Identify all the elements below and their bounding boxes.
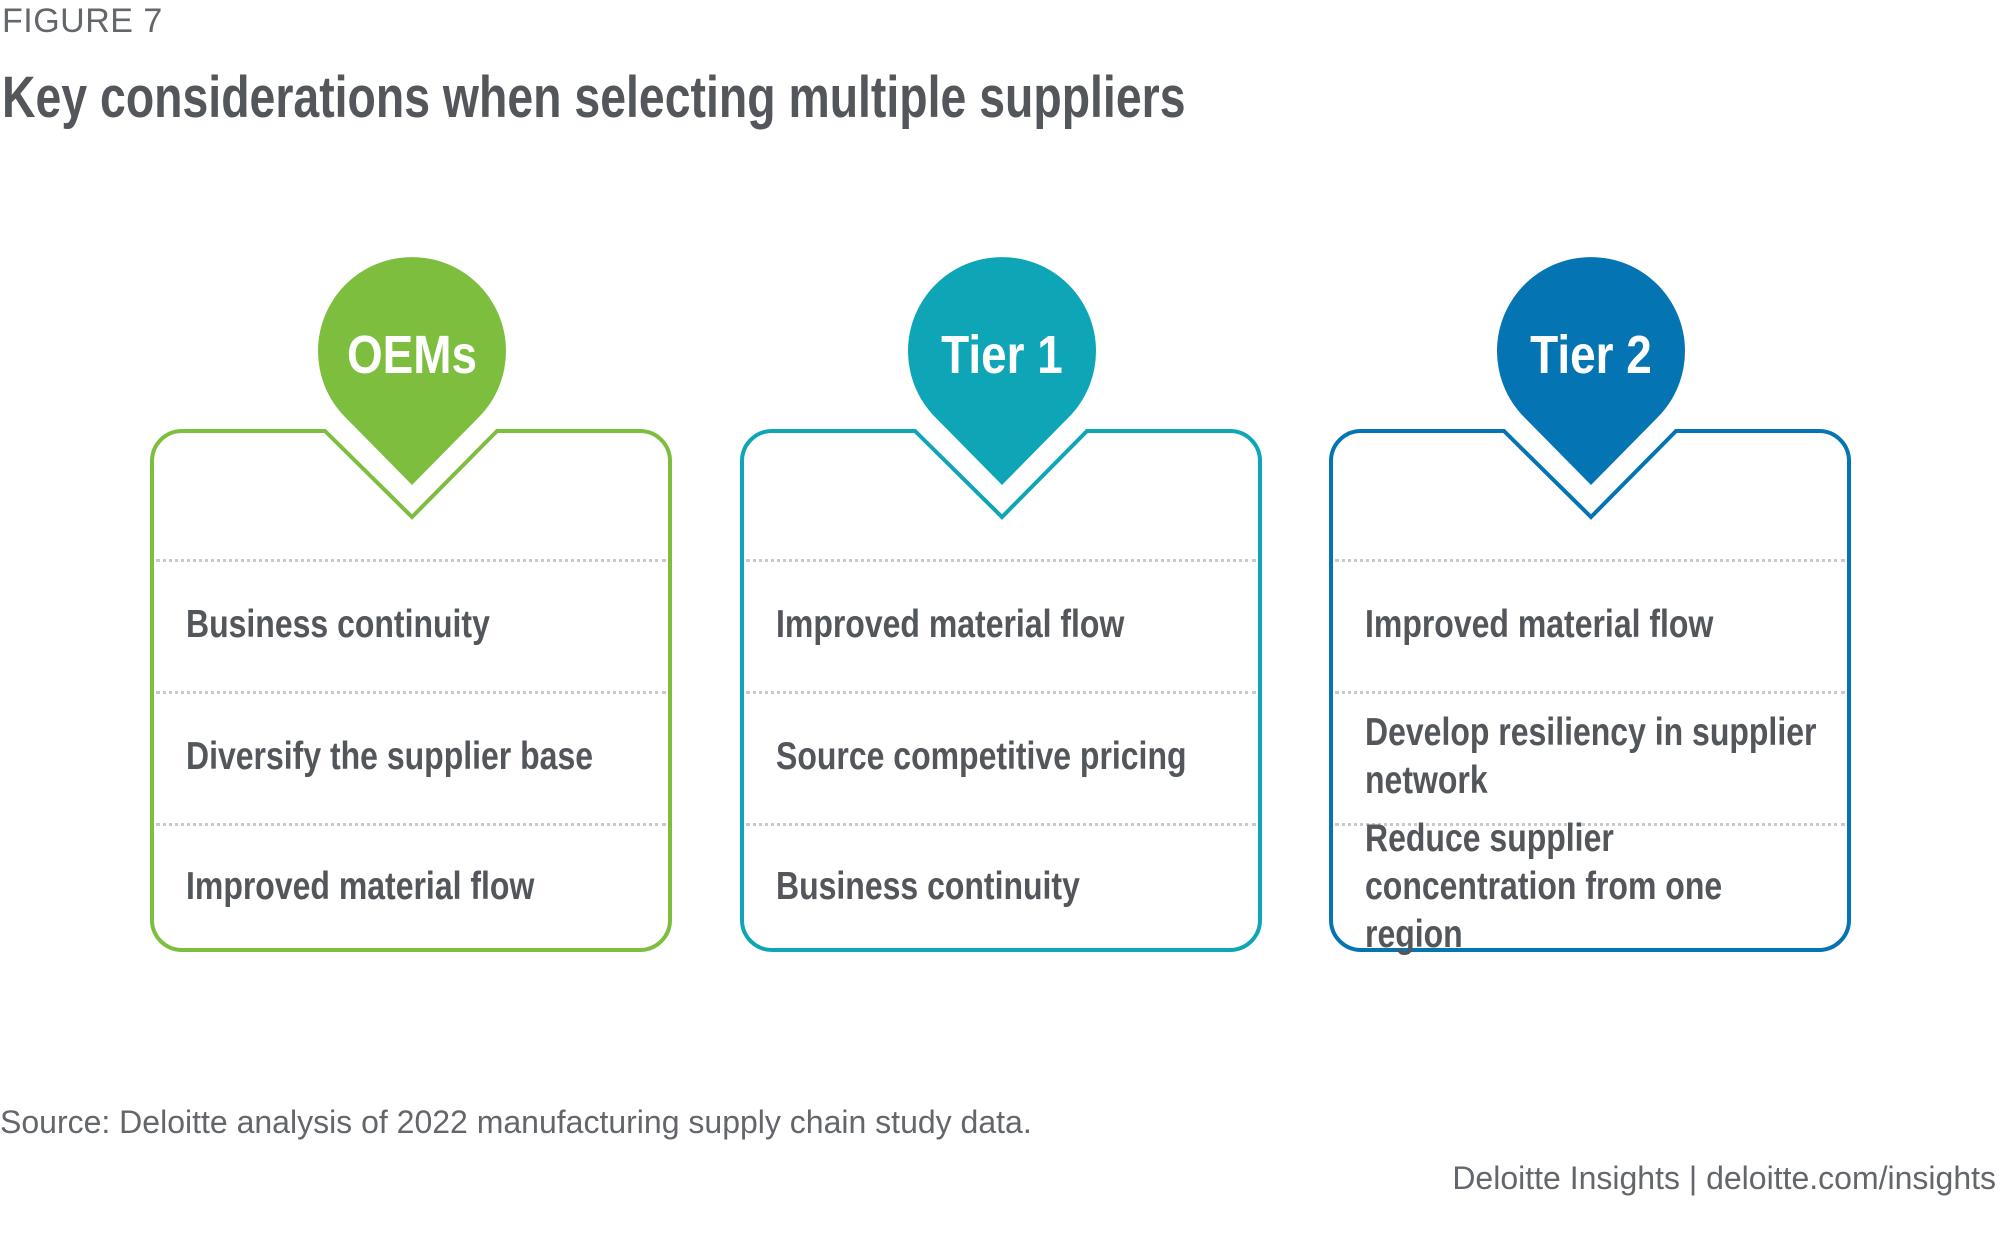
consideration-item: Develop resiliency in supplier network: [1365, 691, 1824, 823]
consideration-text: Business continuity: [776, 864, 1080, 908]
card-label: OEMs: [347, 325, 477, 385]
consideration-item: Business continuity: [776, 823, 1235, 950]
divider: [1335, 691, 1845, 694]
consideration-item: Improved material flow: [776, 559, 1235, 691]
figure-label: FIGURE 7: [2, 2, 163, 40]
card-border: [1329, 429, 1851, 952]
consideration-item: Business continuity: [186, 559, 645, 691]
consideration-item: Improved material flow: [186, 823, 645, 950]
consideration-text: Business continuity: [186, 603, 490, 646]
card-label: Tier 2: [1530, 325, 1652, 385]
card-frame: Tier 2: [1329, 257, 1851, 952]
pin-marker-icon: [908, 257, 1096, 485]
source-note: Source: Deloitte analysis of 2022 manufa…: [0, 1104, 1032, 1140]
consideration-text: Develop resiliency in supplier network: [1365, 711, 1817, 802]
divider: [156, 559, 666, 562]
consideration-text: Source competitive pricing: [776, 735, 1187, 778]
consideration-item: Improved material flow: [1365, 559, 1824, 691]
consideration-text: Diversify the supplier base: [186, 735, 594, 778]
divider: [746, 559, 1256, 562]
consideration-item: Reduce supplier concentration from one r…: [1365, 817, 1824, 956]
divider: [1335, 559, 1845, 562]
card-frame: Tier 1: [740, 257, 1262, 952]
card-frame: OEMs: [150, 257, 672, 952]
divider: [1335, 823, 1845, 826]
footer-credit: Deloitte Insights | deloitte.com/insight…: [1452, 1160, 1996, 1196]
pin-marker-icon: [318, 257, 507, 485]
consideration-item: Source competitive pricing: [776, 691, 1235, 823]
figure-title: Key considerations when selecting multip…: [2, 65, 1186, 130]
card-label: Tier 1: [941, 325, 1063, 385]
consideration-item: Diversify the supplier base: [186, 691, 645, 823]
consideration-text: Reduce supplier concentration from one r…: [1365, 816, 1723, 956]
divider: [156, 691, 666, 694]
divider: [156, 823, 666, 826]
consideration-text: Improved material flow: [776, 603, 1125, 646]
pin-marker-icon: [1497, 257, 1685, 485]
consideration-text: Improved material flow: [1365, 603, 1714, 646]
consideration-text: Improved material flow: [186, 864, 535, 908]
divider: [746, 691, 1256, 694]
divider: [746, 823, 1256, 826]
card-border: [150, 429, 672, 952]
card-border: [740, 429, 1262, 952]
